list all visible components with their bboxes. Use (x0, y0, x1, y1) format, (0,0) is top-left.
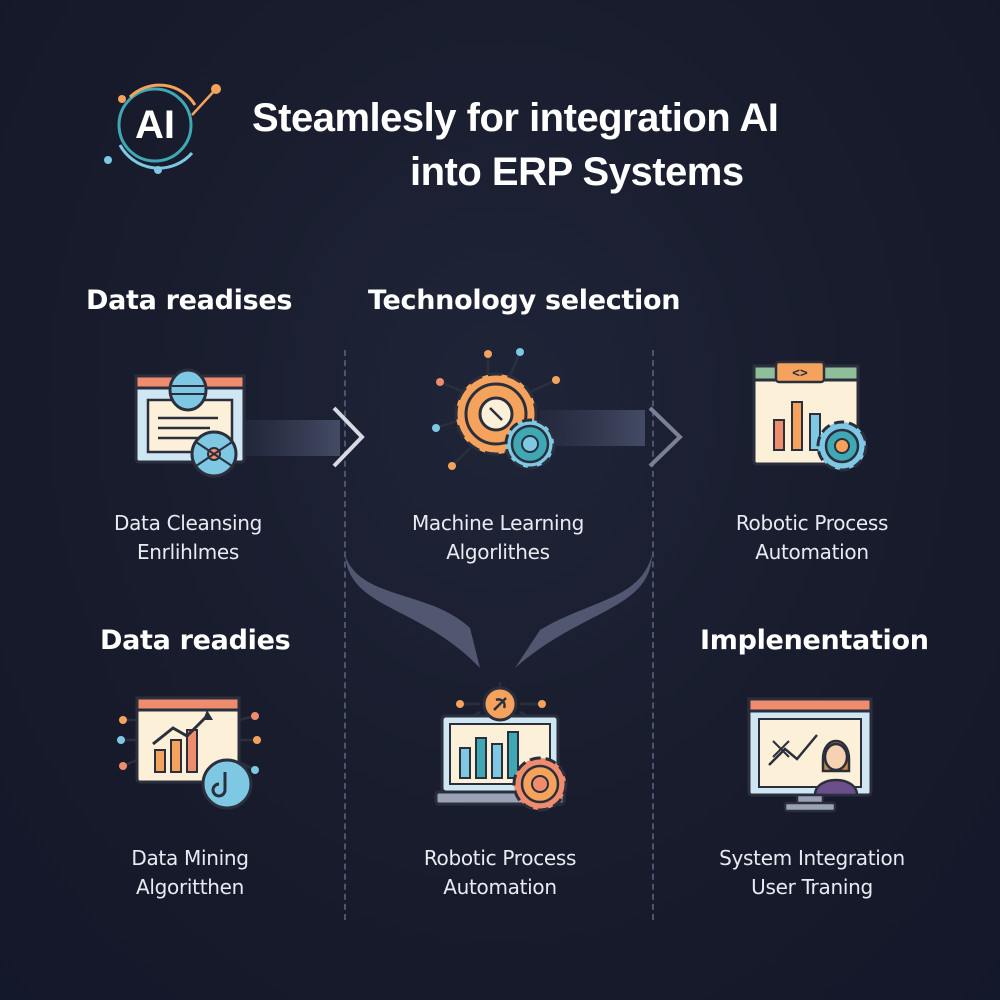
rpa-monitor-gear-icon (430, 680, 580, 820)
arrow-right-icon-2 (648, 406, 683, 468)
connector-band-2 (540, 410, 645, 446)
data-mining-chart-icon (115, 690, 265, 815)
page-title-line-2: into ERP Systems (410, 150, 744, 194)
page-title-line-1: Steamlesly for integration AI (252, 96, 779, 140)
user-training-screen-icon (745, 695, 875, 815)
svg-text:<>: <> (792, 366, 808, 381)
data-cleansing-icon (130, 368, 250, 483)
column-divider-right (652, 350, 654, 920)
heading-top-left: Data readises (86, 285, 293, 316)
rpa-code-chart-icon: <> (750, 360, 870, 475)
column-divider-left (344, 350, 346, 920)
arrow-right-icon-1 (332, 406, 365, 468)
curved-connector-left (345, 555, 480, 668)
ai-logo-text: AI (135, 103, 175, 147)
curved-connector-right (515, 555, 652, 668)
heading-bottom-left: Data readies (100, 625, 291, 656)
ai-logo-icon: AI (100, 75, 225, 175)
connector-band-1 (240, 420, 340, 456)
machine-learning-gear-icon (430, 348, 570, 478)
heading-top-mid: Technology selection (368, 285, 681, 316)
heading-bottom-right: Implenentation (700, 625, 929, 656)
